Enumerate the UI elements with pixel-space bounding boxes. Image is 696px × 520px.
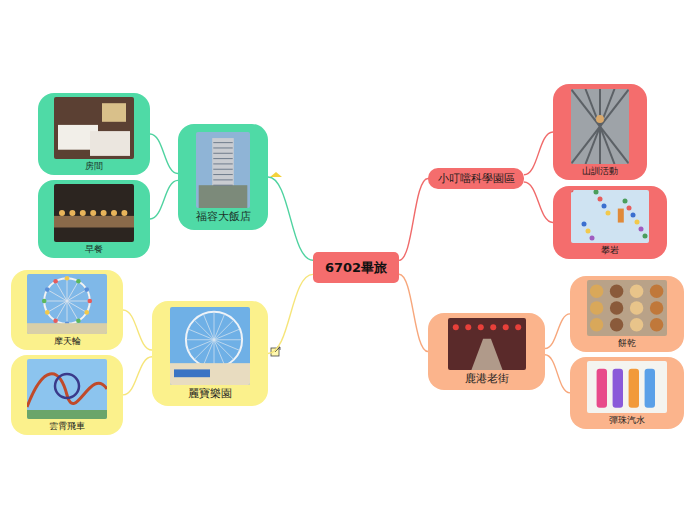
subtopic-box: 摩天輪	[11, 270, 123, 350]
node-label: 福容大飯店	[196, 210, 251, 223]
node-label: 早餐	[85, 244, 103, 255]
node-label: 6702畢旅	[325, 260, 387, 276]
branch-line	[545, 314, 570, 349]
node-label: 麗寶樂園	[188, 387, 232, 400]
photo	[448, 318, 526, 370]
photo	[170, 307, 250, 385]
branch-line	[268, 177, 313, 260]
branch-line	[524, 182, 553, 222]
branch-line	[123, 310, 152, 350]
node-label: 彈珠汽水	[609, 415, 645, 426]
topic-box: 福容大飯店	[178, 124, 268, 230]
central-topic: 6702畢旅	[313, 252, 399, 283]
node-label: 房間	[85, 161, 103, 172]
branch-line	[123, 357, 152, 395]
photo	[27, 274, 107, 334]
branch-line	[399, 179, 428, 261]
collapse-icon	[270, 172, 282, 177]
photo	[587, 280, 667, 336]
subtopic-box: 雲霄飛車	[11, 355, 123, 435]
topic-pill: 小叮噹科學園區	[428, 168, 524, 189]
link-icon	[271, 347, 280, 356]
node-label: 鹿港老街	[465, 372, 509, 385]
branch-line	[150, 134, 178, 174]
branch-line	[399, 274, 428, 351]
topic-box: 麗寶樂園	[152, 301, 268, 406]
subtopic-box: 餅乾	[570, 276, 684, 352]
node-label: 山訓活動	[582, 166, 618, 177]
photo	[196, 132, 250, 208]
photo	[27, 359, 107, 419]
node-label: 小叮噹科學園區	[438, 172, 515, 185]
photo	[587, 361, 667, 413]
photo	[54, 184, 134, 242]
branch-line	[524, 132, 553, 175]
photo	[571, 89, 629, 164]
node-label: 雲霄飛車	[49, 421, 85, 432]
node-label: 攀岩	[601, 245, 619, 256]
branch-line	[150, 180, 178, 219]
subtopic-box: 山訓活動	[553, 84, 647, 180]
subtopic-box: 房間	[38, 93, 150, 175]
photo	[54, 97, 134, 159]
node-label: 摩天輪	[54, 336, 81, 347]
subtopic-box: 攀岩	[553, 186, 667, 259]
topic-box: 鹿港老街	[428, 313, 545, 390]
branch-line	[545, 355, 570, 393]
subtopic-box: 早餐	[38, 180, 150, 258]
subtopic-box: 彈珠汽水	[570, 357, 684, 429]
branch-line	[268, 274, 313, 353]
photo	[571, 190, 649, 243]
node-label: 餅乾	[618, 338, 636, 349]
